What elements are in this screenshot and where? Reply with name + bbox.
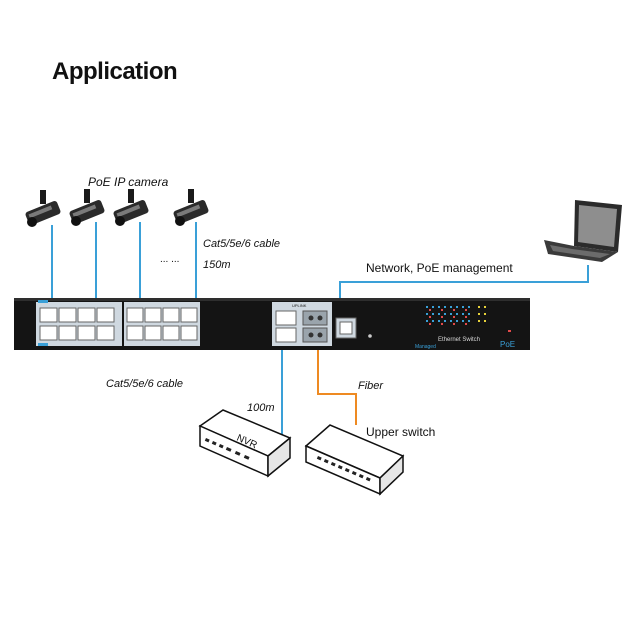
switch-model-line-1: Ethernet Switch bbox=[438, 337, 480, 343]
camera-icon bbox=[173, 189, 209, 226]
fiber-cable bbox=[317, 345, 357, 425]
poe-switch: UPLINK bbox=[14, 298, 530, 350]
camera-group-label: PoE IP camera bbox=[88, 175, 169, 189]
uplink-ports: UPLINK bbox=[272, 302, 332, 346]
camera-cables bbox=[51, 222, 197, 300]
camera-icon bbox=[113, 189, 149, 226]
camera-icon bbox=[25, 190, 61, 227]
page-title: Application bbox=[52, 58, 178, 85]
network-management-label: Network, PoE management bbox=[366, 261, 513, 275]
cable-label-top: Cat5/5e/6 cable bbox=[203, 238, 280, 250]
upper-switch-icon bbox=[304, 424, 405, 496]
distance-label-top: 150m bbox=[203, 259, 231, 271]
nvr-cable bbox=[272, 345, 283, 441]
status-led-panel bbox=[426, 306, 511, 332]
cable-label-bottom: Cat5/5e/6 cable bbox=[106, 378, 183, 390]
nvr-icon: NVR bbox=[198, 409, 292, 478]
switch-managed-label: Managed bbox=[415, 344, 436, 350]
switch-model-line-2: PoE bbox=[500, 340, 515, 349]
poe-port-block-1 bbox=[36, 302, 122, 346]
fiber-label: Fiber bbox=[358, 380, 384, 392]
poe-port-block-2 bbox=[124, 302, 200, 346]
management-cable bbox=[339, 265, 589, 300]
laptop-icon bbox=[544, 200, 622, 262]
distance-label-bottom: 100m bbox=[247, 402, 275, 414]
ellipsis-label: ... ... bbox=[160, 254, 179, 265]
uplink-label: UPLINK bbox=[292, 303, 307, 308]
camera-icon bbox=[69, 189, 105, 226]
upper-switch-label: Upper switch bbox=[366, 425, 435, 439]
